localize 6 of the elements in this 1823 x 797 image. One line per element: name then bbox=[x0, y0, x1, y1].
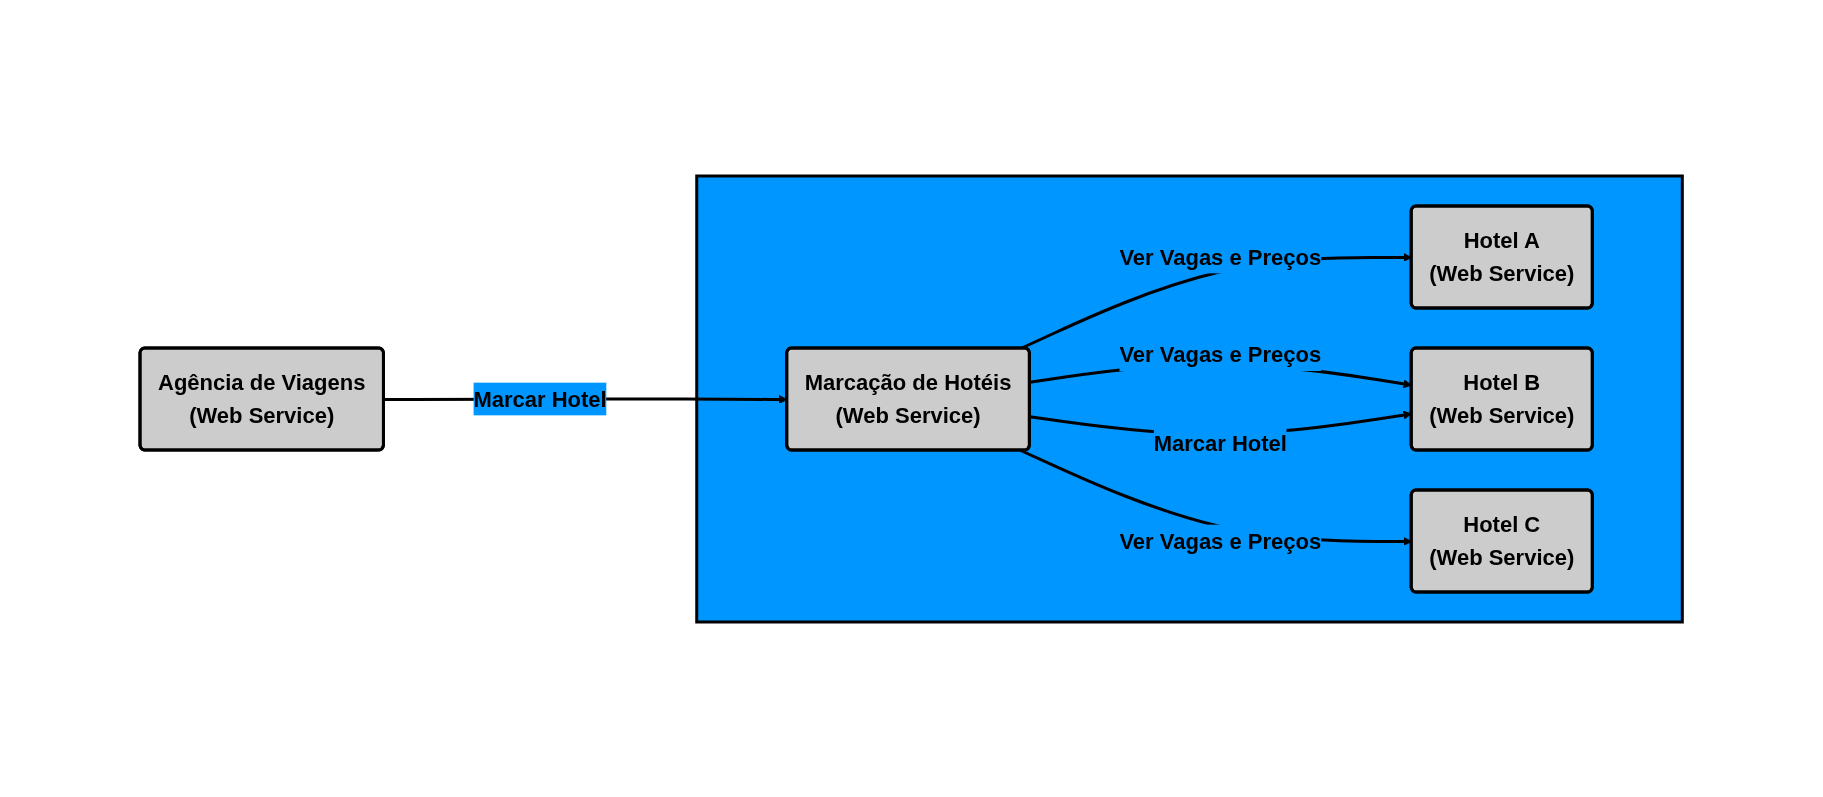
edge-label: Ver Vagas e Preços bbox=[1119, 244, 1322, 269]
cluster bbox=[695, 174, 1685, 623]
edge-label: Marcar Hotel bbox=[473, 386, 608, 411]
edge-label: Ver Vagas e Preços bbox=[1119, 341, 1322, 367]
edge-label: Marcar Hotel bbox=[1153, 430, 1288, 456]
edge-label: Ver Vagas e Preços bbox=[1119, 528, 1322, 553]
